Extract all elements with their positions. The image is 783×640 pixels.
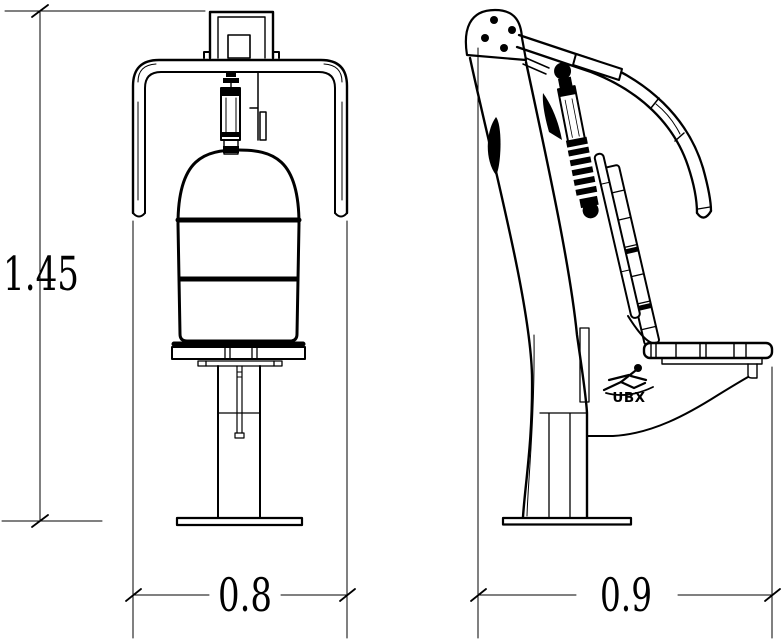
top-bracket bbox=[203, 10, 280, 60]
press-arm bbox=[515, 33, 713, 219]
tick-mark bbox=[470, 588, 781, 602]
guide-rod bbox=[249, 71, 259, 141]
top-pivot-plate bbox=[464, 8, 550, 75]
leaping-athlete-icon bbox=[602, 364, 654, 396]
extension-line bbox=[477, 47, 773, 639]
front-view bbox=[131, 10, 349, 527]
dimension-label: 0.8 bbox=[218, 568, 272, 622]
base-plate-side bbox=[501, 516, 633, 526]
seat-bracket bbox=[747, 363, 758, 379]
main-column bbox=[468, 56, 590, 519]
logo-text: UBX bbox=[612, 390, 645, 406]
base-plate-front bbox=[175, 516, 304, 527]
pedestal bbox=[175, 365, 304, 527]
seat-support-curve bbox=[586, 376, 749, 437]
dimension-label: 0.9 bbox=[600, 568, 652, 622]
pulley-wheel bbox=[487, 93, 562, 175]
shock-absorber bbox=[554, 62, 599, 219]
bolt-icon bbox=[490, 16, 498, 24]
bolt-icon bbox=[481, 34, 489, 42]
tick-mark bbox=[125, 588, 356, 602]
side-view: UBX bbox=[464, 8, 774, 526]
handle-grip bbox=[572, 53, 623, 81]
dimension-label: 1.45 bbox=[3, 247, 79, 302]
seat-back-front bbox=[175, 148, 302, 343]
dimension-front-width: 0.8 bbox=[125, 220, 356, 639]
overhead-frame bbox=[131, 58, 349, 218]
seat-front bbox=[171, 341, 306, 367]
tick-mark bbox=[31, 4, 49, 528]
center-piston bbox=[220, 71, 267, 155]
extension-line bbox=[132, 220, 348, 639]
ubx-logo: UBX bbox=[602, 364, 654, 406]
seat-back-side bbox=[593, 152, 660, 346]
dimension-side-depth: 0.9 bbox=[470, 47, 781, 639]
dimension-height: 1.45 bbox=[1, 4, 206, 528]
bolt-icon bbox=[508, 26, 516, 34]
bolt-icon bbox=[500, 44, 508, 52]
seat-side bbox=[586, 341, 774, 437]
